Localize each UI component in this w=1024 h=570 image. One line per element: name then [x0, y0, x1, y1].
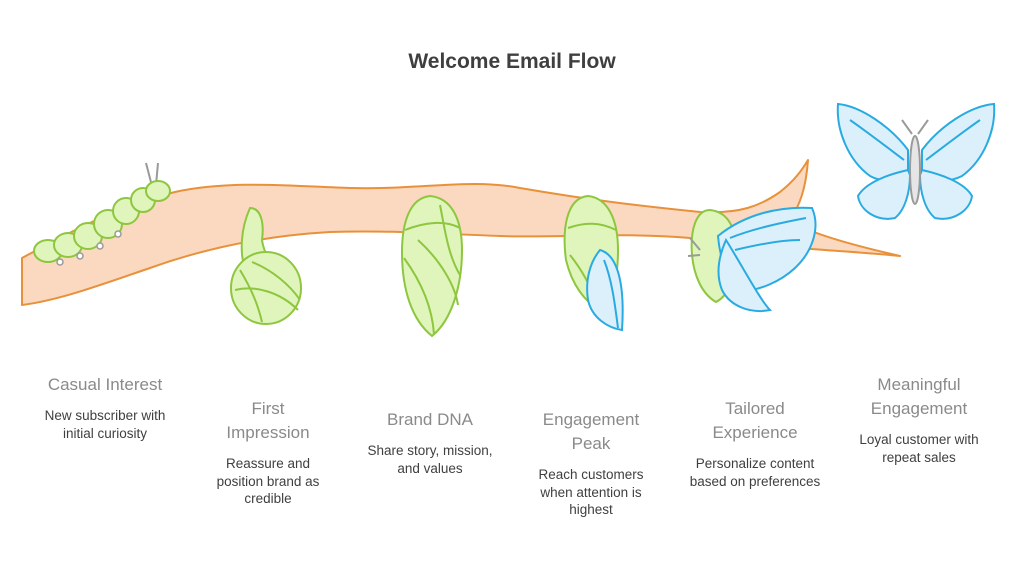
stage-label: First Impression [226, 399, 310, 442]
stage-label: Engagement Peak [542, 410, 640, 453]
emerging-butterfly-icon [563, 194, 624, 332]
stage-first-impression: First Impression Reassure and position b… [193, 397, 343, 508]
stage-casual-interest: Casual Interest New subscriber with init… [30, 373, 180, 442]
butterfly-icon [836, 102, 996, 220]
caterpillar-icon [33, 162, 171, 266]
unfolding-butterfly-icon [687, 206, 817, 312]
stage-tailored-experience: Tailored Experience Personalize content … [680, 397, 830, 490]
stage-meaningful-engagement: Meaningful Engagement Loyal customer wit… [844, 373, 994, 466]
stage-brand-dna: Brand DNA Share story, mission, and valu… [355, 408, 505, 477]
stage-description: Personalize content based on preferences [689, 456, 821, 489]
stage-description: Loyal customer with repeat sales [859, 432, 979, 465]
cocoon-icon [400, 194, 464, 338]
stage-label: Brand DNA [387, 410, 473, 429]
stage-description: Reassure and position brand as credible [216, 456, 320, 506]
stage-description: Reach customers when attention is highes… [538, 467, 644, 517]
stage-label: Meaningful Engagement [870, 375, 968, 418]
stage-label: Tailored Experience [712, 399, 798, 442]
stage-engagement-peak: Engagement Peak Reach customers when att… [516, 408, 666, 519]
stage-description: Share story, mission, and values [367, 443, 493, 476]
stage-description: New subscriber with initial curiosity [44, 408, 166, 441]
chrysalis-icon [230, 206, 302, 325]
stage-label: Casual Interest [47, 375, 163, 394]
diagram-title: Welcome Email Flow [408, 50, 616, 73]
